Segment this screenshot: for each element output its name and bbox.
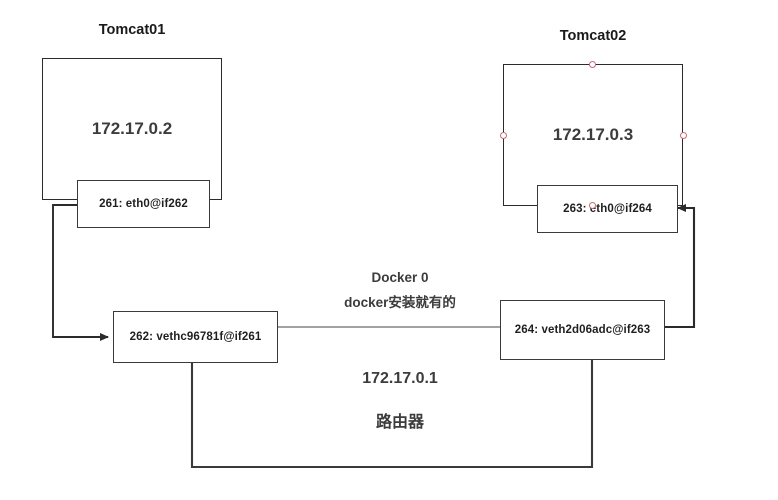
selection-handle-bottom-center[interactable]	[588, 201, 596, 209]
veth-left-interface[interactable]: 262: vethc96781f@if261	[113, 311, 278, 363]
docker0-note: docker安装就有的	[344, 295, 456, 310]
tomcat01-eth0-label: 261: eth0@if262	[99, 198, 188, 210]
gateway-ip-label: 172.17.0.1	[362, 370, 438, 387]
tomcat02-container[interactable]: 172.17.0.3	[503, 64, 683, 206]
tomcat01-container[interactable]: 172.17.0.2	[42, 58, 222, 200]
selection-handle-left-center[interactable]	[499, 131, 507, 139]
tomcat02-eth0-label: 263: eth0@if264	[563, 203, 652, 215]
tomcat01-title: Tomcat01	[98, 22, 166, 38]
tomcat01-ip: 172.17.0.2	[91, 119, 173, 138]
docker0-name: Docker 0	[371, 270, 429, 285]
veth-right-interface[interactable]: 264: veth2d06adc@if263	[500, 300, 665, 360]
tomcat02-ip: 172.17.0.3	[552, 125, 634, 144]
tomcat02-eth0-interface[interactable]: 263: eth0@if264	[537, 185, 678, 233]
veth-left-label: 262: vethc96781f@if261	[129, 331, 262, 343]
tomcat02-title: Tomcat02	[559, 28, 627, 44]
tomcat01-eth0-interface[interactable]: 261: eth0@if262	[77, 180, 210, 228]
selection-handle-right-center[interactable]	[679, 131, 687, 139]
selection-handle-top-center[interactable]	[588, 60, 596, 68]
router-role-label: 路由器	[375, 414, 424, 431]
veth-right-label: 264: veth2d06adc@if263	[514, 324, 651, 336]
